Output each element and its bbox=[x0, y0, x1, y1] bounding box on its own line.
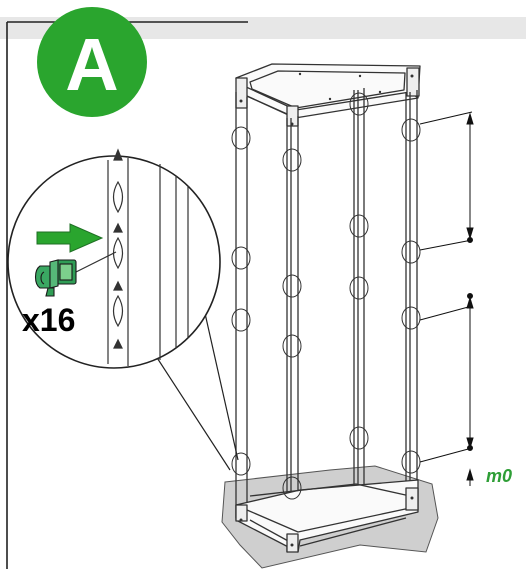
rack-holes bbox=[239, 72, 414, 547]
step-letter: A bbox=[65, 23, 119, 106]
cage-nut-clip-icon bbox=[34, 259, 77, 297]
quantity-label: x16 bbox=[22, 302, 76, 338]
dimension-label: m0 bbox=[486, 466, 513, 486]
detail-zoom-circle bbox=[7, 148, 221, 369]
rack-frame bbox=[235, 63, 421, 553]
clip-position-markers bbox=[231, 92, 421, 500]
step-badge-circle bbox=[37, 7, 147, 117]
zoom-callout-lines bbox=[151, 299, 239, 471]
dimension-lines bbox=[419, 111, 474, 486]
insert-direction-arrow-icon bbox=[36, 223, 104, 253]
step-badge: A bbox=[37, 7, 147, 117]
